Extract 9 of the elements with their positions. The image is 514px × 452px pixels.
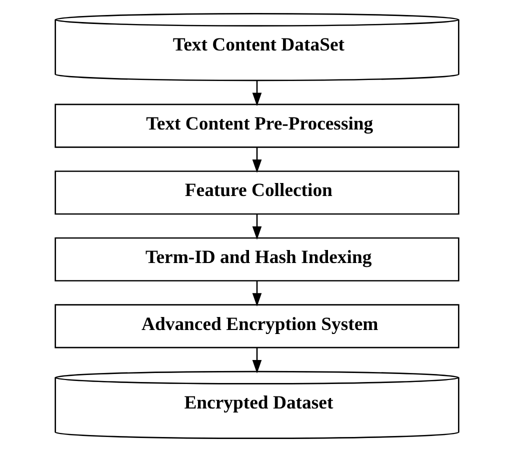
node-box: Text Content Pre-Processing — [54, 104, 460, 148]
arrow — [252, 147, 262, 173]
node-box: Feature Collection — [54, 170, 460, 215]
arrow — [252, 214, 262, 240]
arrow — [252, 281, 262, 306]
node-box: Term-ID and Hash Indexing — [54, 237, 460, 282]
arrow — [252, 80, 262, 106]
node-box: Advanced Encryption System — [54, 304, 460, 348]
arrow — [252, 348, 262, 374]
